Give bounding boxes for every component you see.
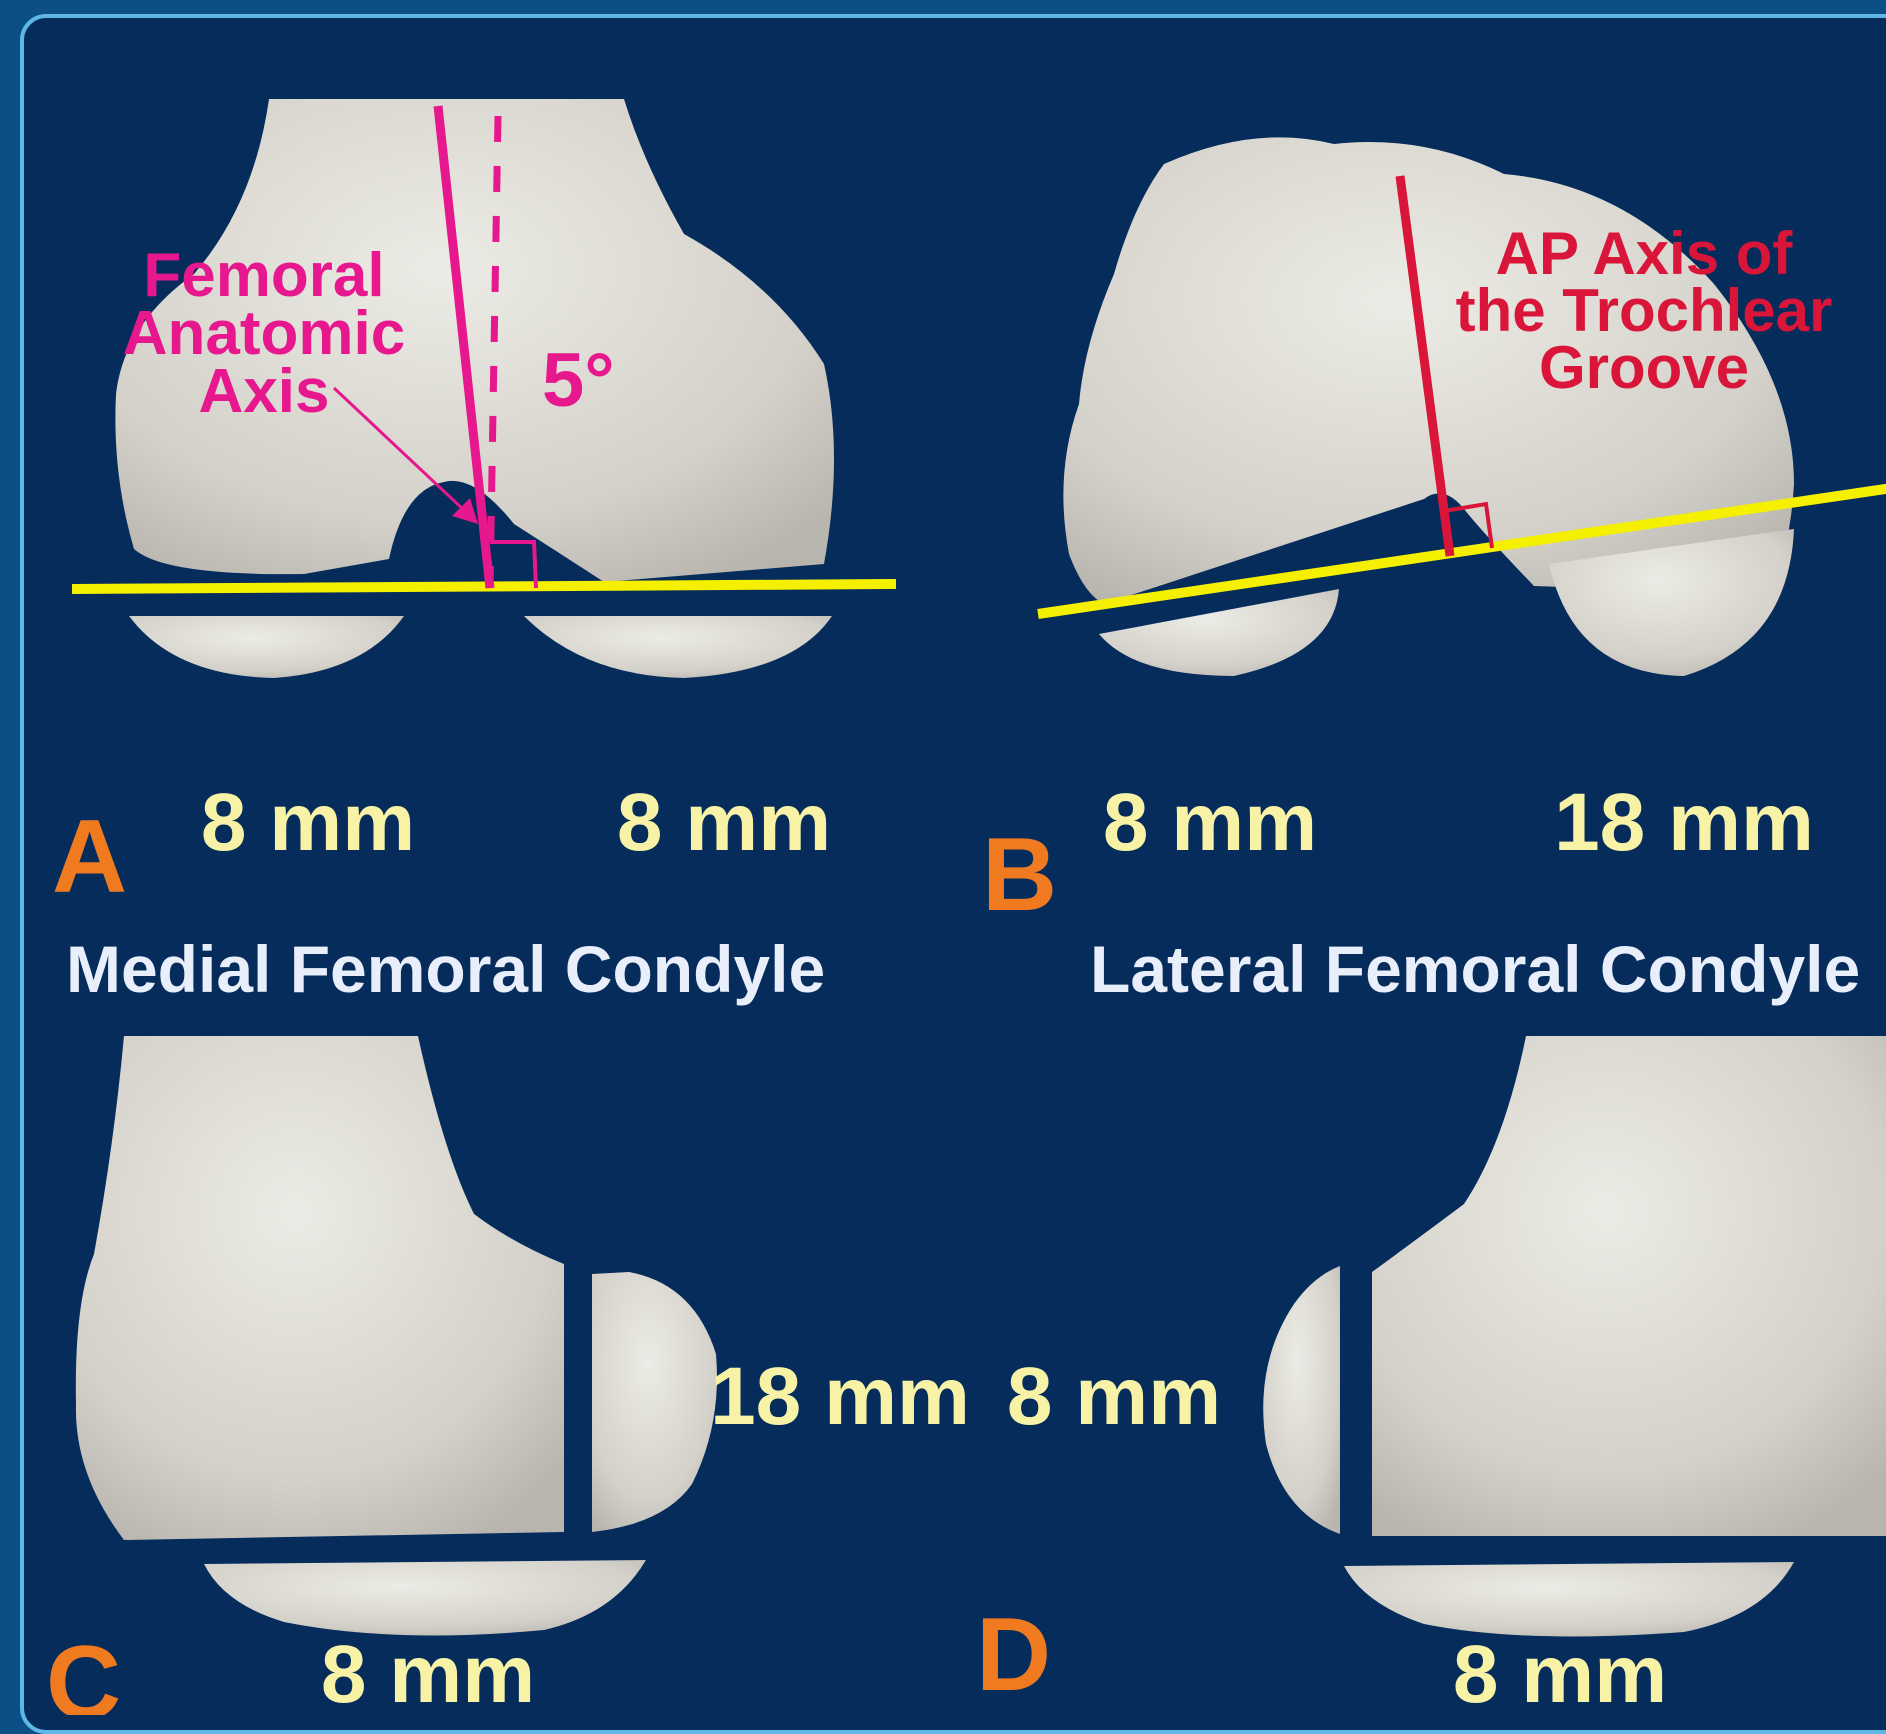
panel-a-reference-line	[72, 584, 896, 589]
medial-condyle-caption: Medial Femoral Condyle	[66, 932, 825, 1006]
panel-c-femur	[76, 1036, 717, 1635]
panel-a-medial-condyle-cap	[129, 616, 404, 678]
panel-a-right-measure: 8 mm	[617, 777, 831, 868]
panel-c-letter: C	[46, 1625, 121, 1715]
panel-c-bottom-measure: 8 mm	[321, 1629, 535, 1715]
trochlear-axis-label-line-3: Groove	[1539, 334, 1749, 401]
panel-c-shaft-and-condyle	[76, 1036, 564, 1540]
panel-a-femur: Femoral Anatomic Axis 5°	[72, 99, 896, 678]
panel-b-femur: AP Axis of the Trochlear Groove	[1038, 137, 1886, 676]
angle-label: 5°	[542, 338, 615, 423]
panel-d-bottom-measure: 8 mm	[1453, 1629, 1667, 1715]
panel-d-side-measure: 8 mm	[1007, 1351, 1221, 1442]
panel-b-left-measure: 8 mm	[1103, 777, 1317, 868]
panel-d-letter: D	[976, 1597, 1051, 1713]
panel-d-shaft-and-condyle	[1372, 1036, 1886, 1536]
panel-a-right-angle-marker	[490, 542, 536, 588]
panel-c-distal-slab	[204, 1560, 646, 1635]
panel-a-left-measure: 8 mm	[201, 777, 415, 868]
femoral-axis-label-line-3: Axis	[199, 357, 330, 426]
panel-d-distal-slab	[1344, 1562, 1794, 1637]
femur-resection-figure: Femoral Anatomic Axis 5° AP Axis of the …	[24, 18, 1886, 1715]
panel-a-lateral-condyle-cap	[524, 616, 832, 678]
figure-panel: Femoral Anatomic Axis 5° AP Axis of the …	[20, 14, 1886, 1734]
panel-b-letter: B	[982, 817, 1057, 933]
panel-b-right-measure: 18 mm	[1554, 777, 1814, 868]
panel-a-letter: A	[52, 799, 127, 915]
panel-c-side-measure: 18 mm	[710, 1351, 970, 1442]
lateral-condyle-caption: Lateral Femoral Condyle	[1090, 932, 1860, 1006]
panel-d-femur	[1263, 1036, 1886, 1637]
panel-c-posterior-slab	[592, 1272, 717, 1532]
panel-d-anterior-slab	[1263, 1266, 1340, 1534]
